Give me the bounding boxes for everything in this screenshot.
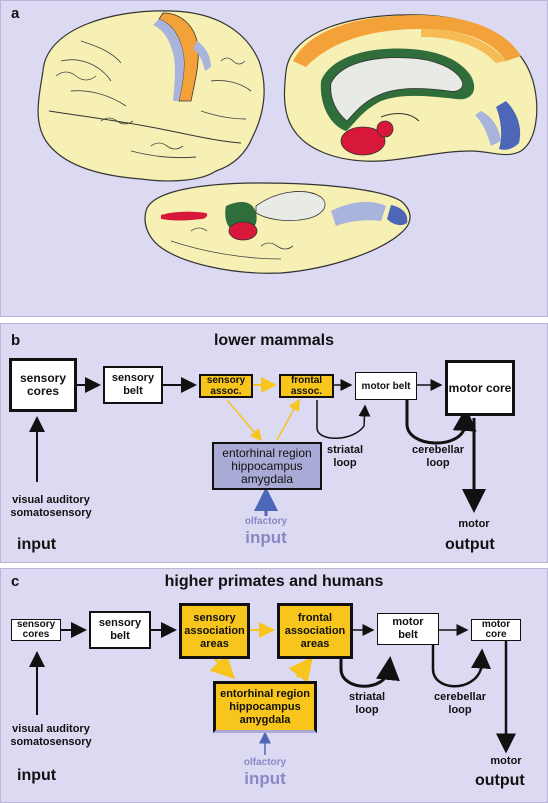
striatal-loop-arrow xyxy=(316,400,371,439)
panel-b: b lower mammals sensory cores sensory be… xyxy=(0,323,548,563)
arrow-limbic-to-frontal xyxy=(276,398,300,441)
frontal-association-box: frontal association areas xyxy=(277,603,353,659)
cerebellar-loop-arrow xyxy=(431,645,492,688)
arrow-limbic-to-frontal xyxy=(288,656,313,683)
output-label: output xyxy=(445,536,495,553)
brain-medial-view xyxy=(283,14,538,162)
brain-ventral-view xyxy=(144,182,411,274)
arrow-assoc-to-limbic xyxy=(209,653,236,680)
motor-belt-box: motor belt xyxy=(377,613,439,645)
brain-lateral-view xyxy=(37,10,265,182)
striatal-loop-label: striatal loop xyxy=(348,691,386,716)
output-label: output xyxy=(475,772,525,789)
brain-illustrations xyxy=(37,10,538,274)
sensory-association-box: sensory association areas xyxy=(179,603,250,659)
panel-b-label: b xyxy=(11,332,21,349)
olfactory-input-label: input xyxy=(245,528,287,547)
limbic-box: entorhinal region hippocampus amygdala xyxy=(213,681,317,733)
panel-b-connections xyxy=(29,377,486,516)
cerebellar-loop-arrow xyxy=(405,400,477,445)
panel-c-title: higher primates and humans xyxy=(164,573,384,590)
olfactory-label: olfactory xyxy=(243,757,287,768)
motor-belt-box: motor belt xyxy=(355,372,417,400)
olfactory-label: olfactory xyxy=(244,516,288,527)
sensory-belt-box: sensory belt xyxy=(89,611,151,649)
arrow-assoc-to-limbic xyxy=(226,399,262,442)
motor-core-box: motor core xyxy=(471,619,521,641)
frontal-assoc-box: frontal assoc. xyxy=(279,374,334,398)
sensory-inputs-label: visual auditory somatosensory xyxy=(10,723,92,748)
olfactory-input-label: input xyxy=(244,769,286,788)
cerebellar-loop-label: cerebellar loop xyxy=(412,444,464,469)
panel-c: c higher primates and humans sensory cor… xyxy=(0,568,548,803)
panel-c-label: c xyxy=(11,573,20,590)
panel-a-label: a xyxy=(11,5,20,22)
panel-b-title: lower mammals xyxy=(213,332,335,349)
sensory-inputs-label: visual auditory somatosensory xyxy=(10,494,92,519)
cerebellar-loop-label: cerebellar loop xyxy=(434,691,486,716)
motor-label: motor xyxy=(490,755,522,767)
limbic-box: entorhinal region hippocampus amygdala xyxy=(212,442,322,490)
panel-a: a xyxy=(0,0,548,317)
panel-c-connections xyxy=(29,622,516,755)
motor-label: motor xyxy=(458,518,490,530)
striatal-loop-label: striatal loop xyxy=(326,444,364,469)
sensory-cores-box: sensory cores xyxy=(9,358,77,412)
input-label: input xyxy=(17,536,57,553)
sensory-assoc-box: sensory assoc. xyxy=(199,374,253,398)
input-label: input xyxy=(17,767,57,784)
striatal-loop-arrow xyxy=(339,655,400,688)
sensory-belt-box: sensory belt xyxy=(103,366,163,404)
sensory-cores-box: sensory cores xyxy=(11,619,61,641)
motor-core-box: motor core xyxy=(445,360,515,416)
